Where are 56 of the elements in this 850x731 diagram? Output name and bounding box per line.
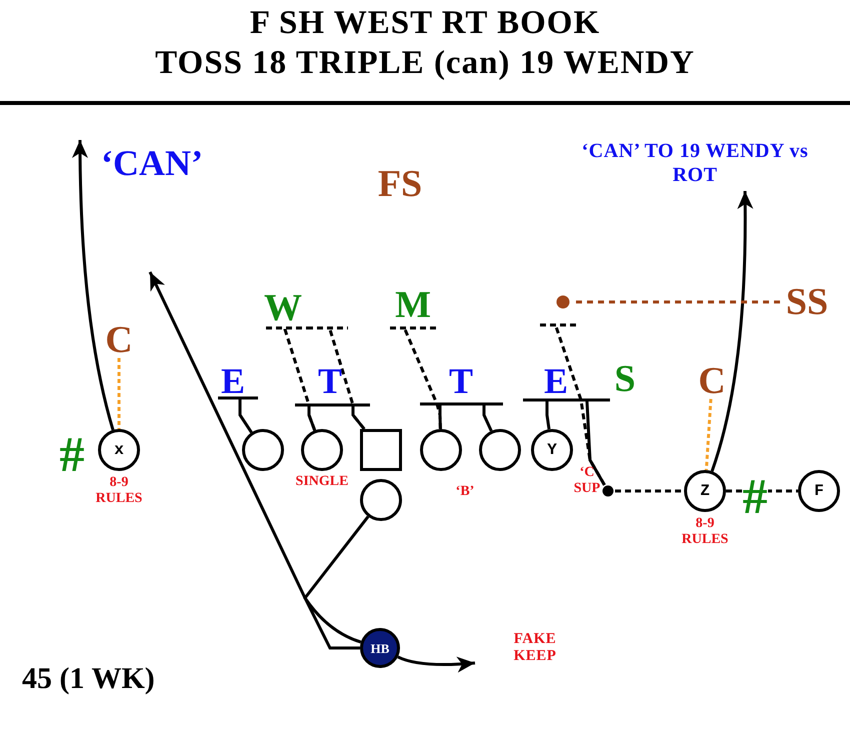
- center-square: [360, 429, 402, 471]
- assignment-note: ‘C SUP: [572, 465, 602, 498]
- read-line: [264, 326, 316, 431]
- block-line: [522, 398, 568, 430]
- assignment-note: FAKE KEEP: [512, 631, 558, 666]
- player-circle: [479, 429, 521, 471]
- assignment-note: 8-9 RULES: [680, 516, 730, 548]
- block-line: [460, 402, 504, 432]
- position-letter: Z: [700, 483, 710, 499]
- assignment-note: ‘B’: [454, 484, 476, 500]
- position-letter: HB: [370, 642, 390, 654]
- dot-marker: [555, 294, 571, 310]
- position-letter: F: [814, 483, 824, 499]
- position-letter: Y: [547, 442, 557, 458]
- player-circle: [798, 470, 840, 512]
- motion-line: [615, 490, 684, 492]
- player-circle: [360, 628, 400, 668]
- player-circle: [98, 429, 140, 471]
- player-circle: [242, 429, 284, 471]
- route-arrow: [710, 190, 754, 472]
- dot-marker: [601, 484, 615, 498]
- coverage-line: [704, 398, 712, 470]
- play-label: FS: [376, 163, 424, 207]
- player-circle: [301, 429, 343, 471]
- defender-label: W: [261, 289, 305, 327]
- defender-label: C: [103, 322, 135, 358]
- play-label: #: [58, 426, 86, 484]
- player-circle: [360, 479, 402, 521]
- player-circle: [420, 429, 462, 471]
- read-line: [538, 324, 606, 486]
- defender-label: C: [696, 363, 728, 399]
- coverage-line: [118, 358, 120, 429]
- assignment-note: SINGLE: [294, 474, 350, 490]
- call-label: ‘CAN’: [86, 143, 218, 183]
- route-arrow: [72, 140, 114, 430]
- assignment-note: 8-9 RULES: [94, 475, 144, 507]
- block-line: [216, 396, 260, 434]
- path-line: [304, 516, 370, 644]
- defender-label: E: [218, 364, 248, 398]
- play-label: 45 (1 WK): [22, 662, 156, 696]
- read-line: [388, 326, 442, 430]
- player-circle: [531, 429, 573, 471]
- position-letter: x: [114, 442, 124, 458]
- defender-label: M: [390, 286, 436, 324]
- call-label: ‘CAN’ TO 19 WENDY vs ROT: [564, 138, 826, 188]
- player-circle: [684, 470, 726, 512]
- route-arrow: [397, 656, 476, 672]
- defender-label: E: [541, 364, 571, 398]
- defender-label: T: [315, 364, 345, 398]
- play-label: S: [613, 358, 637, 402]
- read-line: [306, 326, 366, 430]
- play-title: F SH WEST RT BOOK: [248, 4, 602, 43]
- defender-label: SS: [780, 283, 834, 321]
- route-arrow: [148, 271, 360, 650]
- defender-label: T: [446, 364, 476, 398]
- play-subtitle: TOSS 18 TRIPLE (can) 19 WENDY: [154, 45, 696, 83]
